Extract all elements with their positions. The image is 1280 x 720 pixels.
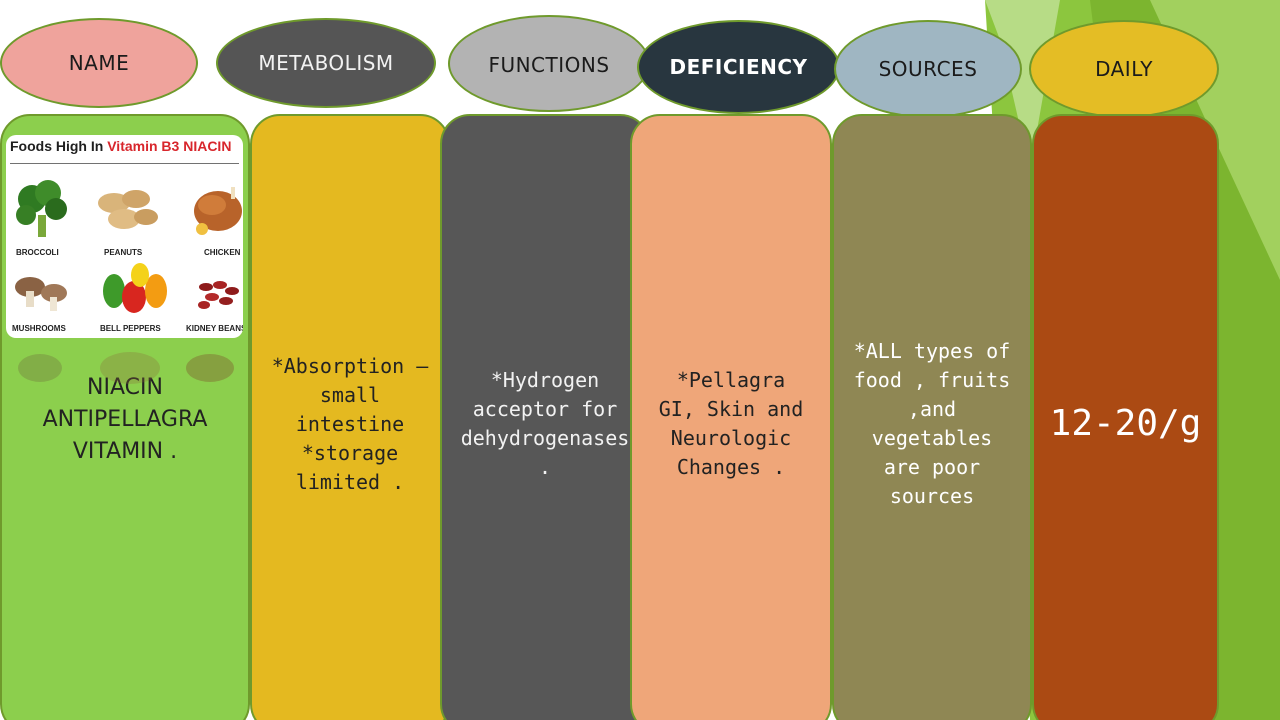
header-name-label: NAME	[68, 51, 130, 75]
column-name-text: NIACIN ANTIPELLAGRA VITAMIN .	[42, 375, 208, 464]
header-deficiency-label: DEFICIENCY	[669, 55, 808, 79]
bell-peppers-icon	[103, 263, 167, 313]
header-functions-label: FUNCTIONS	[488, 53, 610, 77]
column-metabolism: *Absorption – small intestine *storage l…	[250, 114, 450, 720]
column-daily: 12-20/g	[1032, 114, 1219, 720]
food-label-chicken: CHICKEN	[204, 248, 241, 257]
mushrooms-icon	[15, 277, 67, 311]
header-daily: DAILY	[1029, 20, 1219, 118]
image-reflection	[18, 352, 234, 384]
peanuts-icon	[98, 190, 158, 229]
chicken-icon	[194, 187, 242, 235]
foods-illustration: BROCCOLI PEANUTS CHICKEN MUSHROOMS BELL …	[10, 163, 243, 333]
broccoli-icon	[16, 180, 67, 237]
column-sources-text: *ALL types of food , fruits ,and vegetab…	[853, 339, 1011, 508]
column-daily-text: 12-20/g	[1049, 403, 1202, 444]
header-metabolism: METABOLISM	[216, 18, 436, 108]
header-sources-label: SOURCES	[878, 57, 978, 81]
column-deficiency: *Pellagra GI, Skin and Neurologic Change…	[630, 114, 832, 720]
food-label-mushrooms: MUSHROOMS	[12, 324, 66, 333]
column-sources: *ALL types of food , fruits ,and vegetab…	[832, 114, 1032, 720]
header-functions: FUNCTIONS	[448, 15, 650, 112]
column-functions: *Hydrogen acceptor for dehydrogenases .	[440, 114, 650, 720]
food-label-bell-peppers: BELL PEPPERS	[100, 324, 161, 333]
header-name: NAME	[0, 18, 198, 108]
column-metabolism-text: *Absorption – small intestine *storage l…	[271, 353, 429, 494]
image-title-prefix: Foods High In	[10, 138, 108, 154]
food-label-broccoli: BROCCOLI	[16, 248, 59, 257]
image-title: Foods High In Vitamin B3 NIACIN	[10, 138, 231, 154]
image-title-highlight: Vitamin B3 NIACIN	[107, 138, 232, 154]
column-deficiency-text: *Pellagra GI, Skin and Neurologic Change…	[658, 368, 804, 479]
header-sources: SOURCES	[834, 20, 1022, 118]
header-metabolism-label: METABOLISM	[258, 51, 394, 75]
column-functions-text: *Hydrogen acceptor for dehydrogenases .	[460, 368, 630, 479]
header-daily-label: DAILY	[1095, 57, 1153, 81]
food-label-kidney-beans: KIDNEY BEANS	[186, 324, 243, 333]
niacin-foods-image: Foods High In Vitamin B3 NIACIN	[6, 135, 243, 338]
kidney-beans-icon	[198, 281, 239, 309]
header-deficiency: DEFICIENCY	[637, 20, 840, 114]
food-label-peanuts: PEANUTS	[104, 248, 143, 257]
